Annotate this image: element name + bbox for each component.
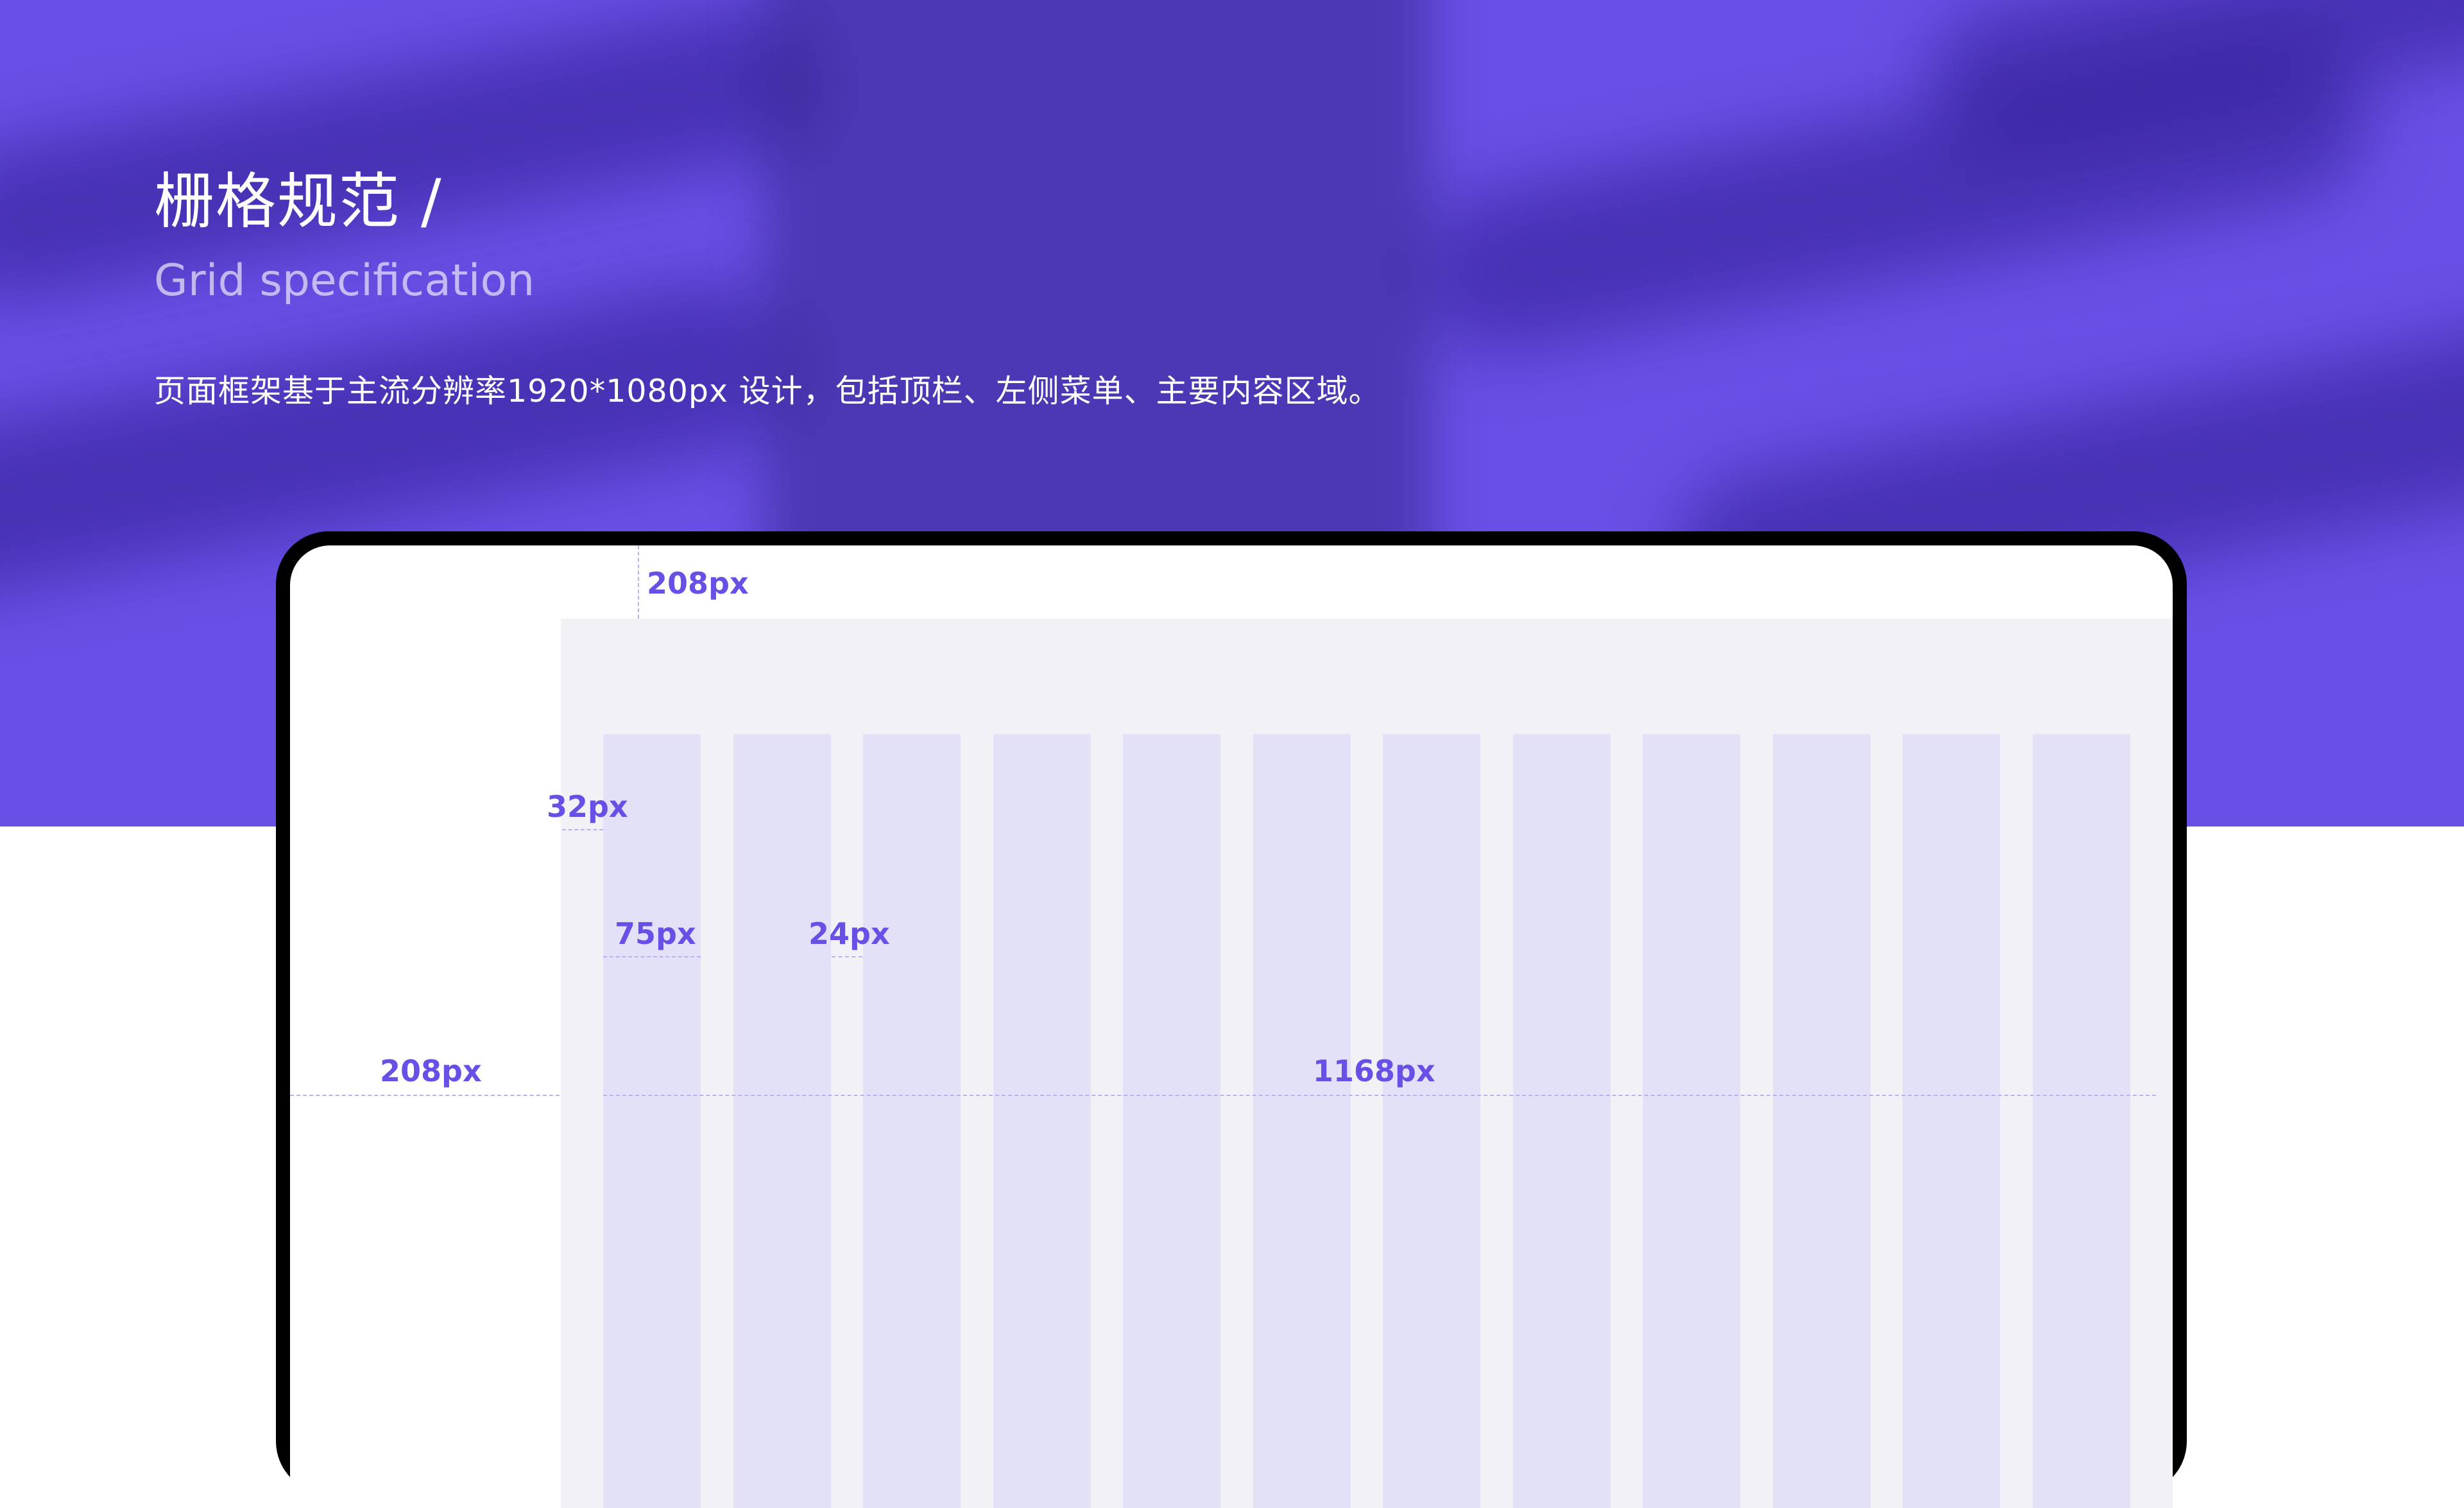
grid-column (1253, 734, 1351, 1508)
margin-dimension-line (562, 829, 603, 830)
grid-column (993, 734, 1091, 1508)
content-width-dimension-line (603, 1095, 2156, 1096)
device-frame: 208px 32px 75px 24px 208px 1168px (276, 531, 2187, 1508)
grid-column (863, 734, 961, 1508)
topbar-height-label: 208px (647, 566, 749, 601)
grid-column (1383, 734, 1480, 1508)
page-description: 页面框架基于主流分辨率1920*1080px 设计，包括顶栏、左侧菜单、主要内容… (154, 373, 1381, 409)
grid-column (1643, 734, 1740, 1508)
page-subtitle: Grid specification (154, 255, 535, 306)
grid-column (733, 734, 831, 1508)
column-width-dimension-line (603, 956, 701, 957)
device-screen: 208px 32px 75px 24px 208px 1168px (290, 545, 2173, 1508)
topbar-dimension-line (638, 545, 639, 619)
margin-label: 32px (547, 789, 628, 824)
content-area (561, 619, 2173, 1508)
sidebar-dimension-line (290, 1095, 560, 1096)
gutter-dimension-line (832, 956, 862, 957)
grid-column (1512, 734, 1611, 1508)
gutter-width-label: 24px (809, 916, 890, 951)
column-width-label: 75px (615, 916, 696, 951)
grid-column (1772, 734, 1870, 1508)
grid-column (603, 734, 701, 1508)
grid-column (1123, 734, 1220, 1508)
sidebar-width-label: 208px (380, 1054, 482, 1088)
grid-column (1903, 734, 2000, 1508)
content-width-label: 1168px (1313, 1054, 1435, 1088)
grid-column (2032, 734, 2130, 1508)
page-title: 栅格规范 / (154, 167, 443, 237)
